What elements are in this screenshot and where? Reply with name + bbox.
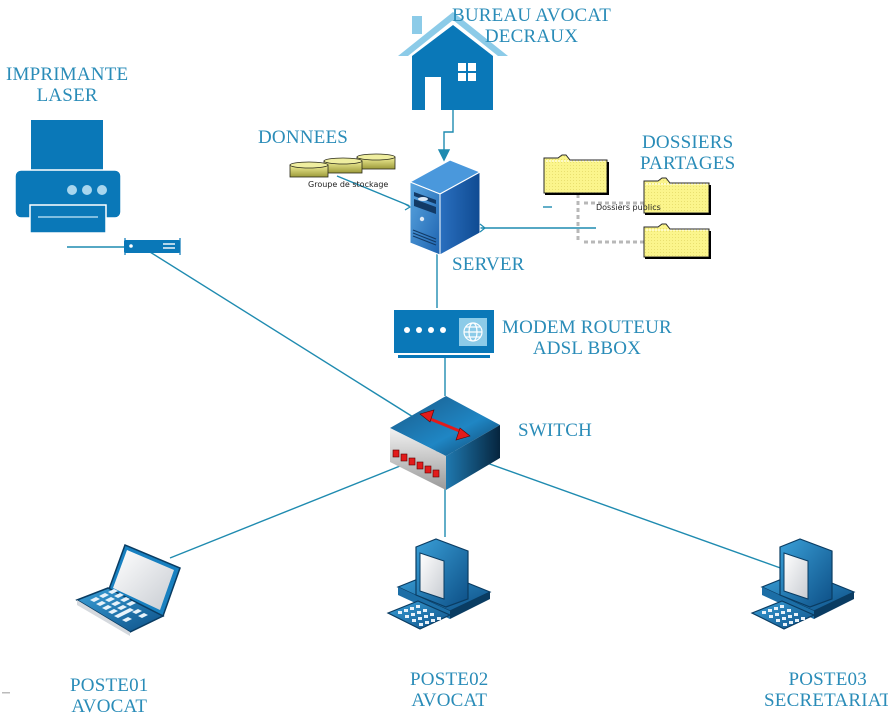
network-adapter-icon [124,238,181,255]
keyboard-keys [398,605,441,626]
house-icon [398,12,508,110]
caption-shared-folders: Dossiers publics [596,203,661,212]
label-poste01-line2: AVOCAT [71,696,148,717]
label-printer-line1: IMPRIMANTE [6,64,129,85]
label-poste03-line1: POSTE03 [788,669,867,690]
keyboard-keys [90,589,148,622]
folder-icon [543,154,609,195]
label-storage: DONNEES [258,127,349,148]
label-shared-folders-line2: PARTAGES [640,153,736,174]
label-office: BUREAU AVOCAT DECRAUX [452,5,611,47]
globe-icon [463,322,483,342]
label-shared-folders: DOSSIERS PARTAGES [640,132,735,174]
label-printer-line2: LASER [36,85,98,106]
keyboard-keys [762,605,805,626]
printer-icon [14,120,122,234]
label-shared-folders-line1: DOSSIERS [642,132,734,153]
label-office-line1: BUREAU AVOCAT [452,5,612,26]
modem-router-icon [394,310,494,358]
corner-mark [2,692,10,694]
label-poste03: POSTE03 SECRETARIAT [764,669,888,711]
port-connector-icon [404,203,412,211]
label-modem-line2: ADSL BBOX [532,338,642,359]
label-server: SERVER [452,254,525,275]
label-modem: MODEM ROUTEUR ADSL BBOX [502,317,672,359]
label-poste01: POSTE01 AVOCAT [70,675,148,717]
desktop-computer-icon [386,538,492,630]
server-tower-icon [408,159,482,256]
arrow-head-icon [437,149,451,162]
switch-ports [392,449,440,478]
label-switch: SWITCH [518,420,593,441]
link-switch-poste03 [444,447,787,571]
label-poste02-line1: POSTE02 [410,669,489,690]
label-printer: IMPRIMANTE LASER [6,64,128,106]
folder-icon [643,177,711,215]
label-modem-line1: MODEM ROUTEUR [502,317,672,338]
folder-icon [643,223,711,259]
link-storage-server [336,175,411,207]
port-connector-icon [479,223,486,233]
label-poste01-line1: POSTE01 [70,675,149,696]
laptop-icon [75,544,181,636]
link-office-server [443,107,454,152]
caption-storage: Groupe de stockage [308,180,389,189]
label-poste02-line2: AVOCAT [411,690,488,711]
storage-disks-icon [289,153,396,178]
bidirectional-arrow-icon [419,409,471,441]
label-poste03-line2: SECRETARIAT [764,690,888,711]
network-switch-icon [390,396,500,490]
link-printer-switch [149,251,446,438]
label-poste02: POSTE02 AVOCAT [410,669,488,711]
folder-tree-connector [576,194,645,244]
label-office-line2: DECRAUX [484,26,579,47]
desktop-computer-icon [750,538,856,630]
